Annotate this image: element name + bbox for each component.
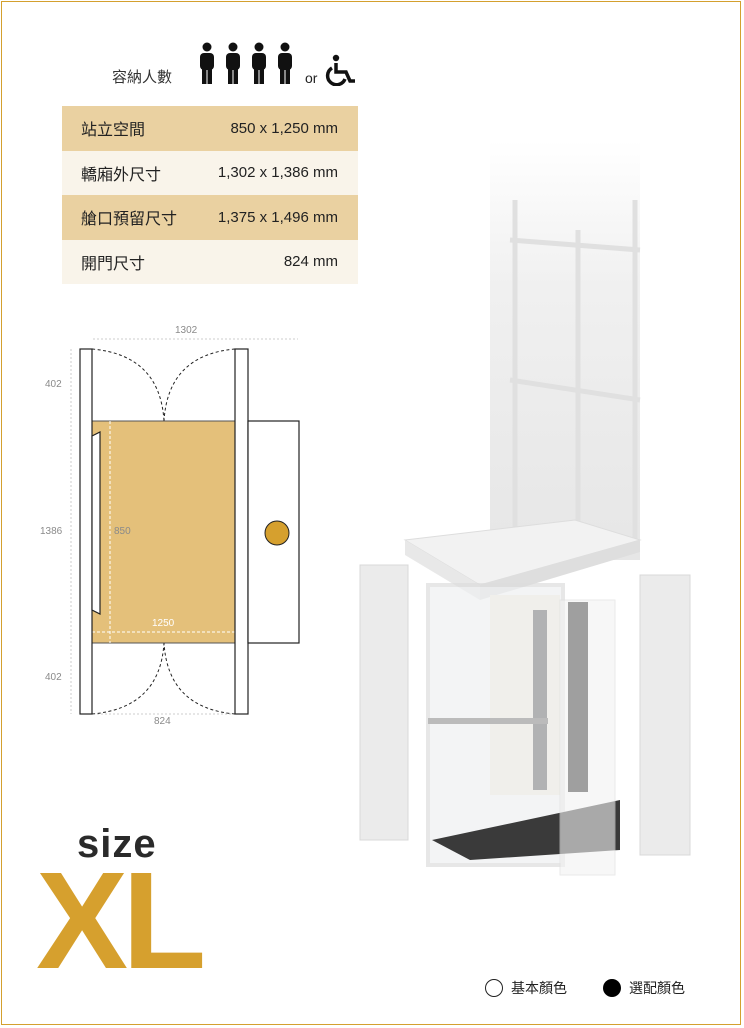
dim-top-clearance: 402 [45, 379, 62, 390]
person-icon [200, 42, 214, 84]
spec-value: 824 mm [283, 253, 338, 271]
spec-label: 站立空間 [81, 122, 146, 140]
legend-label: 基本顏色 [511, 980, 567, 996]
spec-row: 轎廂外尺寸 1,302 x 1,386 mm [62, 150, 358, 195]
spec-row: 站立空間 850 x 1,250 mm [62, 106, 358, 151]
person-icon [252, 42, 266, 84]
spec-label: 開門尺寸 [81, 255, 146, 273]
standing-area [91, 420, 236, 644]
dim-inner-width: 1250 [152, 618, 175, 629]
person-icon [278, 42, 292, 84]
spec-value: 1,302 x 1,386 mm [217, 164, 338, 182]
legend-label: 選配顏色 [629, 980, 685, 996]
elevator-illustration [359, 140, 691, 876]
person-icon [226, 42, 240, 84]
or-text: or [305, 70, 318, 86]
dim-width: 1302 [175, 325, 198, 336]
spec-row: 艙口預留尺寸 1,375 x 1,496 mm [62, 195, 358, 240]
spec-value: 1,375 x 1,496 mm [217, 208, 338, 226]
dim-bottom-clearance: 402 [45, 672, 62, 683]
person-icons [200, 42, 292, 84]
right-wall [234, 348, 249, 715]
spec-label: 轎廂外尺寸 [81, 166, 162, 184]
white-circle-icon [485, 979, 503, 997]
dim-depth: 1386 [40, 526, 63, 537]
left-wall [79, 348, 93, 715]
dim-inner-depth: 850 [114, 526, 131, 537]
spec-value: 850 x 1,250 mm [230, 119, 338, 137]
size-word: size [77, 822, 157, 866]
spec-table: 站立空間 850 x 1,250 mm 轎廂外尺寸 1,302 x 1,386 mm… [62, 106, 358, 284]
button-circle [264, 520, 290, 546]
size-code: XL [36, 844, 206, 998]
spec-row: 開門尺寸 824 mm [62, 239, 358, 284]
black-circle-icon [603, 979, 621, 997]
legend-optional: 選配顏色 [603, 978, 685, 998]
legend-basic: 基本顏色 [485, 978, 567, 998]
spec-label: 艙口預留尺寸 [81, 211, 178, 229]
dim-door: 824 [154, 716, 171, 727]
wheelchair-icon [325, 54, 355, 86]
capacity-label: 容納人數 [112, 69, 173, 86]
